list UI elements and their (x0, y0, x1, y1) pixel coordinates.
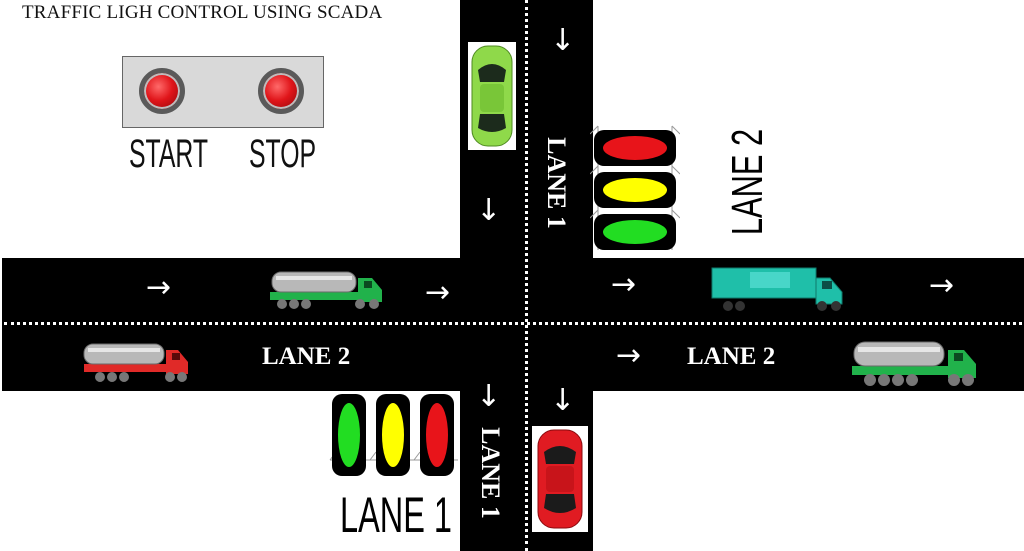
road-center-line-horizontal (4, 322, 1022, 325)
arrow-right-icon: → (425, 275, 451, 310)
green-lamp (338, 403, 360, 467)
stop-button[interactable] (258, 68, 304, 114)
lane1-label-vertical-bottom: LANE 1 (475, 427, 505, 519)
page-title: TRAFFIC LIGH CONTROL USING SCADA (22, 2, 383, 23)
lane2-label-left-road: LANE 2 (262, 343, 351, 370)
stop-label: STOP (249, 132, 317, 176)
green-lamp (603, 220, 667, 244)
lane2-label-right-vertical: LANE 2 (722, 128, 772, 236)
arrow-right-icon: → (616, 338, 642, 373)
red-lamp (603, 136, 667, 160)
tanker-truck-red (83, 343, 188, 382)
arrow-down-icon: ↓ (550, 383, 576, 418)
arrow-right-icon: → (611, 267, 637, 302)
yellow-lamp (382, 403, 404, 467)
arrow-down-icon: ↓ (476, 379, 502, 414)
road-center-line-vertical (525, 0, 528, 551)
lane1-label-vertical-top: LANE 1 (541, 137, 571, 229)
start-label: START (129, 132, 209, 176)
lane1-traffic-signal (329, 394, 458, 476)
red-car (532, 426, 588, 532)
tanker-truck-green-right (852, 341, 976, 386)
start-button[interactable] (139, 68, 185, 114)
arrow-right-icon: → (146, 270, 172, 305)
lane2-traffic-signal (590, 125, 680, 250)
arrow-down-icon: ↓ (550, 23, 576, 58)
teal-truck (711, 267, 843, 311)
lane1-label-bottom: LANE 1 (340, 487, 453, 543)
tanker-truck-green (270, 271, 382, 309)
yellow-lamp (603, 178, 667, 202)
arrow-down-icon: ↓ (476, 193, 502, 228)
arrow-right-icon: → (929, 268, 955, 303)
green-car (468, 42, 516, 150)
control-panel (122, 56, 324, 128)
lane2-label-right-road: LANE 2 (687, 343, 776, 370)
red-lamp (426, 403, 448, 467)
